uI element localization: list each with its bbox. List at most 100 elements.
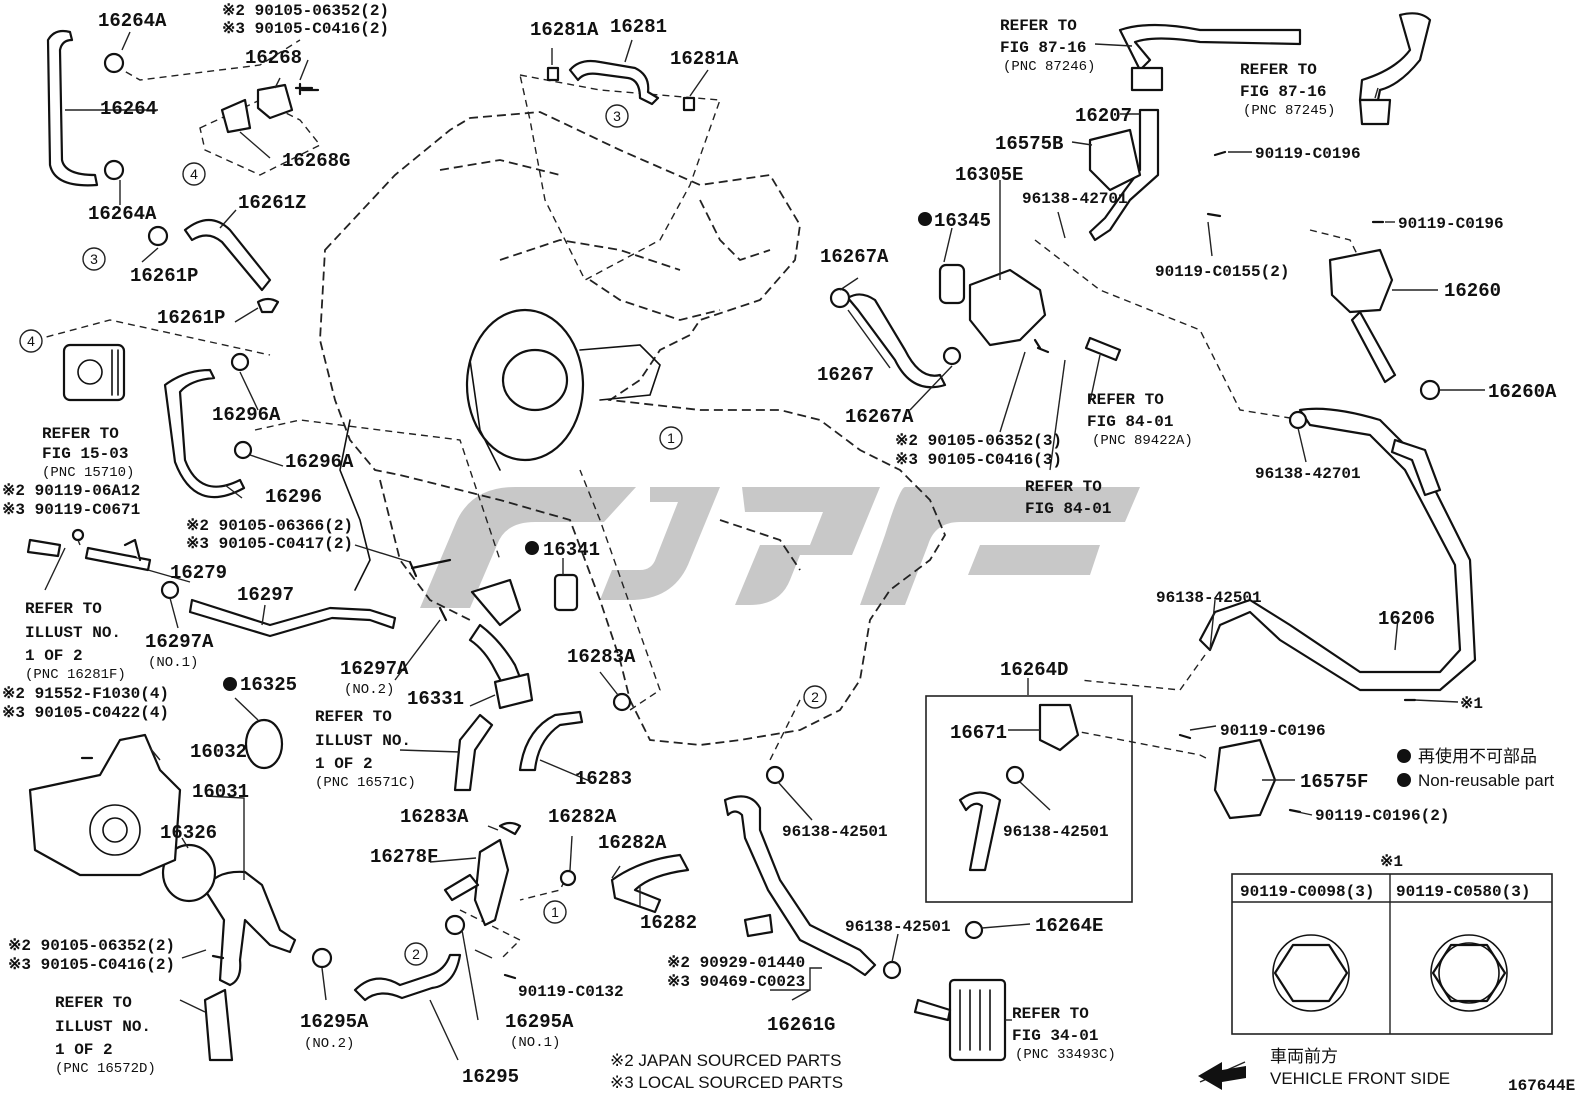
- label-16295: 16295: [462, 1066, 519, 1088]
- label-bolt-g-local: ※3 90469-C0023: [667, 973, 805, 991]
- hose-16297: [188, 598, 397, 638]
- hose-16295: [353, 953, 462, 1002]
- label-no1-b: (NO.1): [510, 1035, 560, 1051]
- label-bolt-m1-jp: ※2 90105-06352(3): [895, 432, 1062, 450]
- ref-34-line3: (PNC 33493C): [1015, 1047, 1116, 1063]
- non-reusable-dot-icon: [525, 541, 539, 555]
- fitting-16268: [256, 83, 294, 120]
- ref-87245-line3: (PNC 87245): [1243, 103, 1335, 119]
- gasket-16345: [938, 263, 966, 305]
- label-16261g: 16261G: [767, 1014, 835, 1036]
- label-16295a-no1: 16295A: [505, 1011, 574, 1033]
- label-16297: 16297: [237, 584, 294, 606]
- bracket-16575b: [1088, 128, 1142, 192]
- gasket-16325: [244, 718, 284, 770]
- front-direction-en: VEHICLE FRONT SIDE: [1270, 1069, 1450, 1088]
- ref-281f-line1: REFER TO: [25, 600, 102, 618]
- leader-lines: [44, 31, 1485, 1083]
- label-16267a-a: 16267A: [820, 246, 889, 268]
- bracket-16575f: [1213, 738, 1277, 820]
- ref-circle-1-engine: 1: [667, 430, 675, 446]
- label-16575f: 16575F: [1300, 771, 1368, 793]
- label-16282a-a: 16282A: [548, 806, 617, 828]
- label-16331: 16331: [407, 688, 464, 710]
- label-no2-b: (NO.2): [344, 682, 394, 698]
- clamp-16264a: [103, 52, 125, 74]
- gasket-16268g: [220, 98, 252, 134]
- label-16295a-no2: 16295A: [300, 1011, 369, 1033]
- hose-16261z: [183, 218, 272, 292]
- hose-16264: [46, 29, 99, 187]
- label-16671: 16671: [950, 722, 1007, 744]
- ref-circle-3-top: 3: [613, 108, 621, 124]
- label-16279: 16279: [170, 562, 227, 584]
- label-16261p-a: 16261P: [130, 265, 198, 287]
- label-16281a-right: 16281A: [670, 48, 739, 70]
- label-16345: 16345: [934, 210, 991, 232]
- ref-circle-1-bottom: 1: [551, 904, 559, 920]
- hose-16282: [610, 853, 690, 914]
- label-16031: 16031: [192, 781, 249, 803]
- engine-block-outline: [319, 111, 947, 746]
- ref-281f-line4: (PNC 16281F): [25, 667, 126, 683]
- label-bolt-0196-b: 90119-C0196: [1398, 215, 1504, 233]
- label-no2-a: (NO.2): [304, 1036, 354, 1052]
- label-mark1: ※1: [1460, 695, 1483, 713]
- ref-572d-line4: (PNC 16572D): [55, 1061, 156, 1077]
- label-bolt-0196-d: 90119-C0196(2): [1315, 807, 1449, 825]
- label-16296a-b: 16296A: [285, 451, 354, 473]
- label-bolt-l1-local: ※3 90119-C0671: [2, 501, 140, 519]
- table-col2-header: 90119-C0580(3): [1396, 883, 1530, 901]
- ref-572d-line3: 1 OF 2: [55, 1041, 113, 1059]
- hex-bolt-icon: [1273, 943, 1349, 1003]
- note-local-sourced: ※3 LOCAL SOURCED PARTS: [610, 1073, 843, 1092]
- water-pump-16032: [28, 733, 182, 877]
- label-16268: 16268: [245, 47, 302, 69]
- ref-fig15-line3: (PNC 15710): [42, 465, 134, 481]
- label-16283: 16283: [575, 768, 632, 790]
- ref-571c-line1: REFER TO: [315, 708, 392, 726]
- ref-571c-line4: (PNC 16571C): [315, 775, 416, 791]
- bolt-table: [1231, 873, 1553, 1035]
- ref-8401a-line1: REFER TO: [1087, 391, 1164, 409]
- label-bolt-l3-jp: ※2 91552-F1030(4): [2, 685, 169, 703]
- label-bolt-m1-local: ※3 90105-C0416(3): [895, 451, 1062, 469]
- label-bolt-l1-jp: ※2 90119-06A12: [2, 482, 140, 500]
- label-16282: 16282: [640, 912, 697, 934]
- label-16305e: 16305E: [955, 164, 1023, 186]
- label-16261p-b: 16261P: [157, 307, 225, 329]
- bolt-head-outline-icon: [1272, 934, 1350, 1012]
- label-clamp-42701-a: 96138-42701: [1022, 190, 1128, 208]
- table-title: ※1: [1380, 853, 1403, 871]
- front-direction-jp: 車両前方: [1270, 1047, 1338, 1066]
- hose-16261g: [723, 795, 877, 977]
- label-bolt-top-jp: ※2 90105-06352(2): [222, 2, 389, 20]
- ref-circle-4-left: 4: [27, 333, 35, 349]
- label-16207: 16207: [1075, 105, 1132, 127]
- label-16264a-top: 16264A: [98, 10, 167, 32]
- non-reusable-dot-icon: [223, 677, 237, 691]
- label-bolt-l2-jp: ※2 90105-06366(2): [186, 517, 353, 535]
- label-16206: 16206: [1378, 608, 1435, 630]
- label-bolt-l2-local: ※3 90105-C0417(2): [186, 535, 353, 553]
- label-16260a: 16260A: [1488, 381, 1557, 403]
- label-16326: 16326: [160, 822, 217, 844]
- label-clamp-42501-a: 96138-42501: [1156, 589, 1262, 607]
- non-reusable-dot-icon: [1397, 749, 1411, 763]
- label-bolt-0196-a: 90119-C0196: [1255, 145, 1361, 163]
- label-16261z: 16261Z: [238, 192, 306, 214]
- ref-572d-line2: ILLUST NO.: [55, 1018, 151, 1036]
- label-bolt-top-local: ※3 90105-C0416(2): [222, 20, 389, 38]
- water-inlet-16031: [203, 870, 297, 987]
- diagram-id: 167644E: [1508, 1077, 1575, 1095]
- parts-artwork: [26, 12, 1477, 1062]
- fitting-16331: [470, 578, 522, 627]
- circled-references: 3 4 3 4 1 2 1 2: [19, 104, 827, 966]
- label-bolt-l3-local: ※3 90105-C0422(4): [2, 704, 169, 722]
- legend-non-reusable-jp: 再使用不可部品: [1418, 746, 1537, 766]
- valve-16671: [1038, 703, 1080, 752]
- non-reusable-dot-icon: [1397, 773, 1411, 787]
- ref-circle-2-bottom: 2: [412, 946, 420, 962]
